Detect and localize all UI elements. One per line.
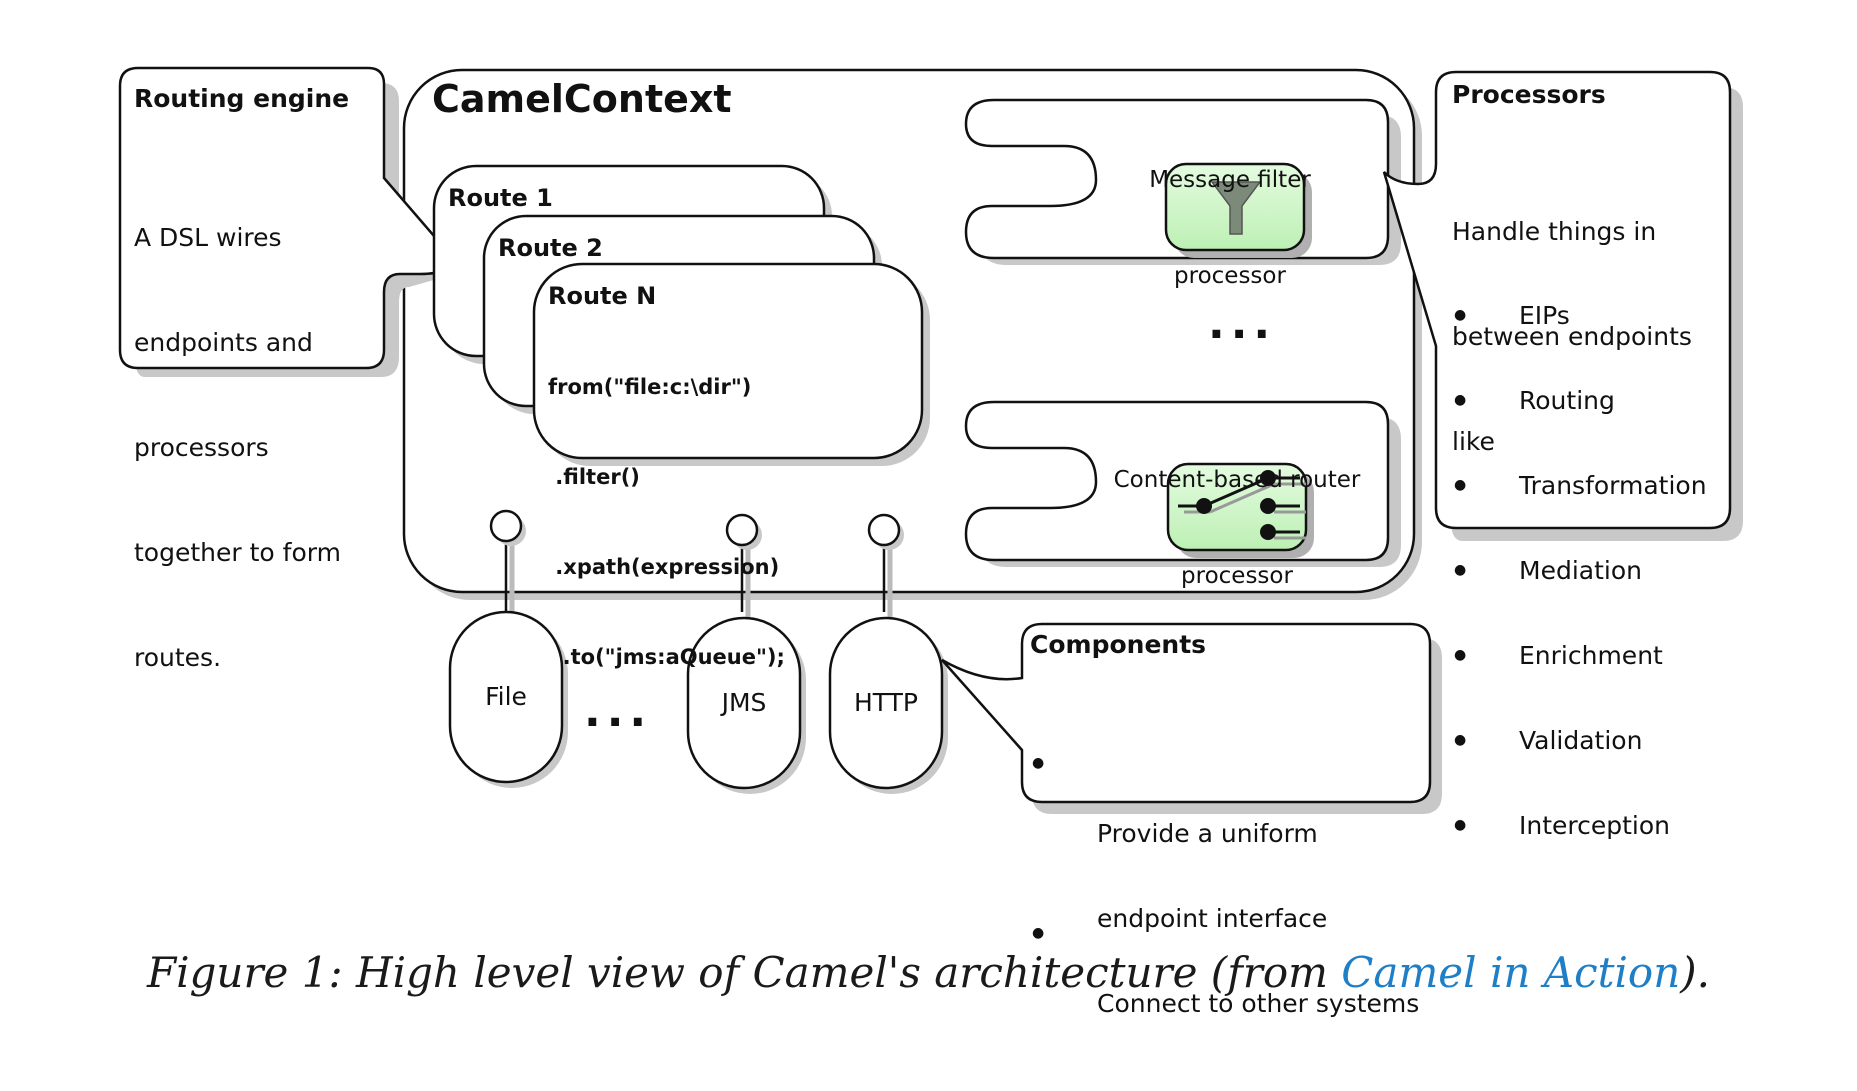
components-list: Provide a uniform endpoint interface Con…	[1032, 696, 1419, 1018]
route-2-label: Route 2	[498, 234, 603, 262]
routing-engine-line: A DSL wires	[134, 223, 282, 252]
component-file	[448, 610, 568, 788]
route-n-label: Route N	[548, 282, 657, 310]
list-item: Transformation	[1454, 468, 1707, 503]
intro-line: like	[1452, 427, 1495, 456]
route-dsl-code: from("file:c:\dir") .filter() .xpath(exp…	[548, 312, 785, 702]
code-line: .filter()	[548, 465, 640, 489]
processors-callout-title: Processors	[1452, 80, 1606, 109]
label-line: processor	[1174, 263, 1286, 289]
processors-list: EIPs Routing Transformation Mediation En…	[1454, 248, 1707, 868]
list-item-line: Provide a uniform	[1097, 819, 1318, 848]
list-item: Mediation	[1454, 553, 1707, 588]
list-item: Provide a uniform	[1032, 746, 1419, 848]
route-1-label: Route 1	[448, 184, 553, 212]
component-http	[828, 616, 948, 794]
label-line: processor	[1181, 563, 1293, 589]
code-line: from("file:c:\dir")	[548, 375, 752, 399]
content-router-icon	[1166, 462, 1314, 558]
list-item: Enrichment	[1454, 638, 1707, 673]
routing-engine-callout	[118, 66, 462, 377]
filter-icon	[1164, 162, 1312, 258]
list-item: Validation	[1454, 723, 1707, 758]
routing-engine-line: processors	[134, 433, 269, 462]
figure-caption: Figure 1: High level view of Camel's arc…	[0, 948, 1857, 997]
list-item: Interception	[1454, 808, 1707, 843]
content-router-label: Content-based router processor	[1102, 400, 1372, 624]
routing-engine-title: Routing engine	[134, 84, 350, 113]
intro-line: Handle things in	[1452, 217, 1657, 246]
routing-engine-body: A DSL wires endpoints and processors tog…	[134, 150, 341, 710]
components-callout-title: Components	[1030, 630, 1207, 659]
processors-ellipsis: ...	[1208, 298, 1277, 349]
routing-engine-line: together to form	[134, 538, 341, 567]
message-filter-label: Message filter processor	[1110, 100, 1350, 324]
route-n-box	[532, 262, 930, 466]
component-file-label: File	[485, 682, 527, 711]
list-item: Connect to other systems	[1032, 916, 1419, 1018]
architecture-diagram	[118, 66, 1743, 814]
component-connectors	[489, 509, 904, 618]
caption-suffix: ).	[1680, 948, 1711, 997]
component-jms-label: JMS	[721, 688, 767, 717]
code-line: .to("jms:aQueue");	[548, 645, 785, 669]
component-jms	[686, 616, 806, 794]
component-http-label: HTTP	[854, 688, 918, 717]
list-item: Routing	[1454, 383, 1707, 418]
components-ellipsis: ...	[584, 686, 653, 737]
camel-in-action-link[interactable]: Camel in Action	[1341, 948, 1681, 997]
label-line: Content-based router	[1113, 467, 1361, 493]
list-item-continuation: endpoint interface	[1032, 831, 1419, 933]
caption-prefix: Figure 1: High level view of Camel's arc…	[146, 948, 1342, 997]
list-item-line: Connect to other systems	[1097, 989, 1420, 1018]
code-line: .xpath(expression)	[548, 555, 780, 579]
camel-context-title: CamelContext	[432, 77, 732, 121]
routing-engine-line: routes.	[134, 643, 222, 672]
label-line: Message filter	[1149, 167, 1311, 193]
list-item: EIPs	[1454, 298, 1707, 333]
routing-engine-line: endpoints and	[134, 328, 313, 357]
